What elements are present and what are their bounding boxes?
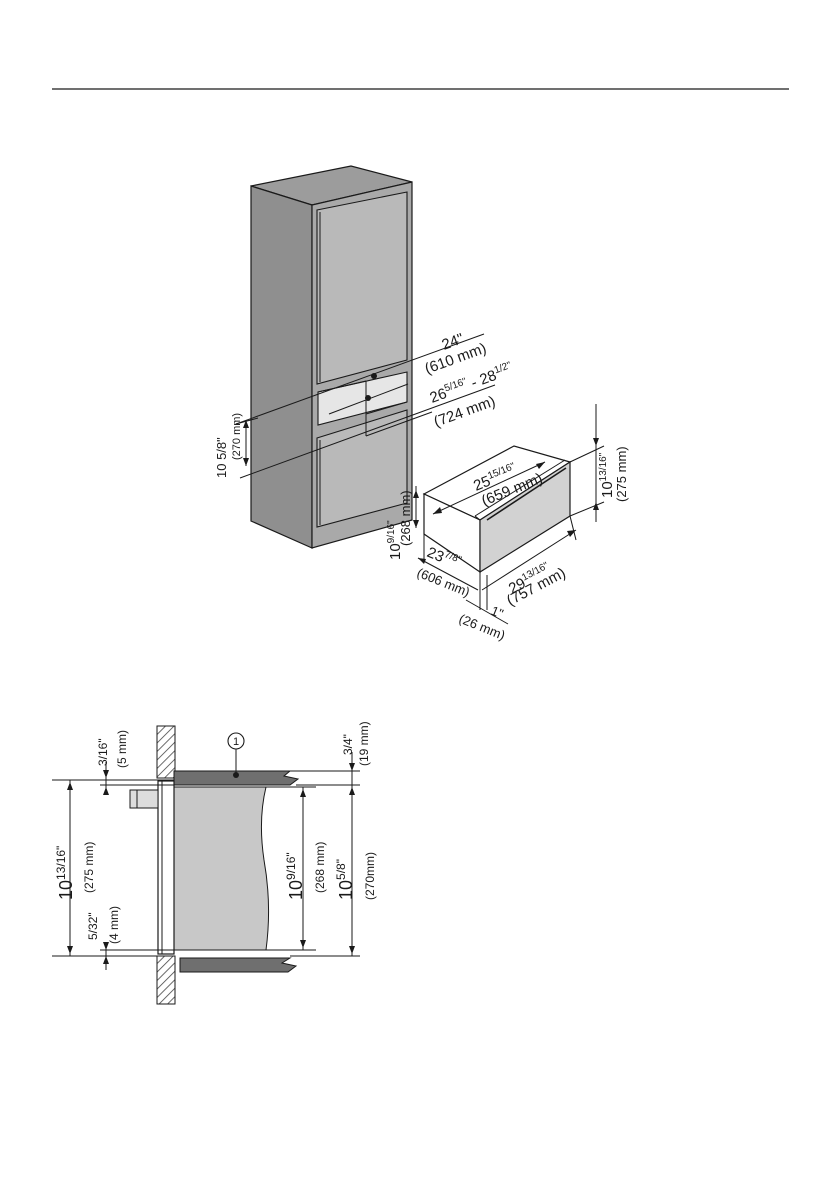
callout-number: 1	[233, 736, 239, 748]
drawer-height-mm: (275 mm)	[614, 446, 629, 502]
gap-top-mm: (5 mm)	[115, 730, 129, 768]
wall-upper	[157, 726, 175, 778]
section-diagram: 1	[130, 726, 298, 1004]
front-height-in: 1013/16"	[54, 846, 76, 900]
niche-height-section-in: 105/8"	[334, 859, 356, 900]
upper-door	[317, 192, 407, 384]
front-height-mm: (275 mm)	[82, 842, 96, 893]
shelf-thick-mm: (19 mm)	[357, 721, 371, 766]
body-height-section-mm: (268 mm)	[313, 842, 327, 893]
gap-top-in: 3/16"	[96, 738, 110, 766]
body-height-mm: (268 mm)	[398, 490, 413, 546]
body-width-mm: (606 mm)	[415, 565, 472, 600]
drawer-front-section	[158, 781, 174, 954]
appliance-body	[174, 787, 269, 950]
niche-height-section-mm: (270mm)	[363, 852, 377, 900]
front-thick-in: 1"	[489, 603, 506, 621]
wall-lower	[157, 956, 175, 1004]
handle	[130, 790, 158, 808]
niche-height-in: 10 5/8"	[214, 437, 229, 478]
niche-height-mm: (270 mm)	[231, 413, 243, 460]
gap-bottom-in: 5/32"	[86, 912, 100, 940]
cabinet-side	[251, 186, 312, 548]
cabinet-illustration	[251, 166, 412, 548]
shelf-thick-in: 3/4"	[341, 734, 355, 755]
gap-bottom-mm: (4 mm)	[107, 906, 121, 944]
lower-shelf	[180, 958, 296, 972]
